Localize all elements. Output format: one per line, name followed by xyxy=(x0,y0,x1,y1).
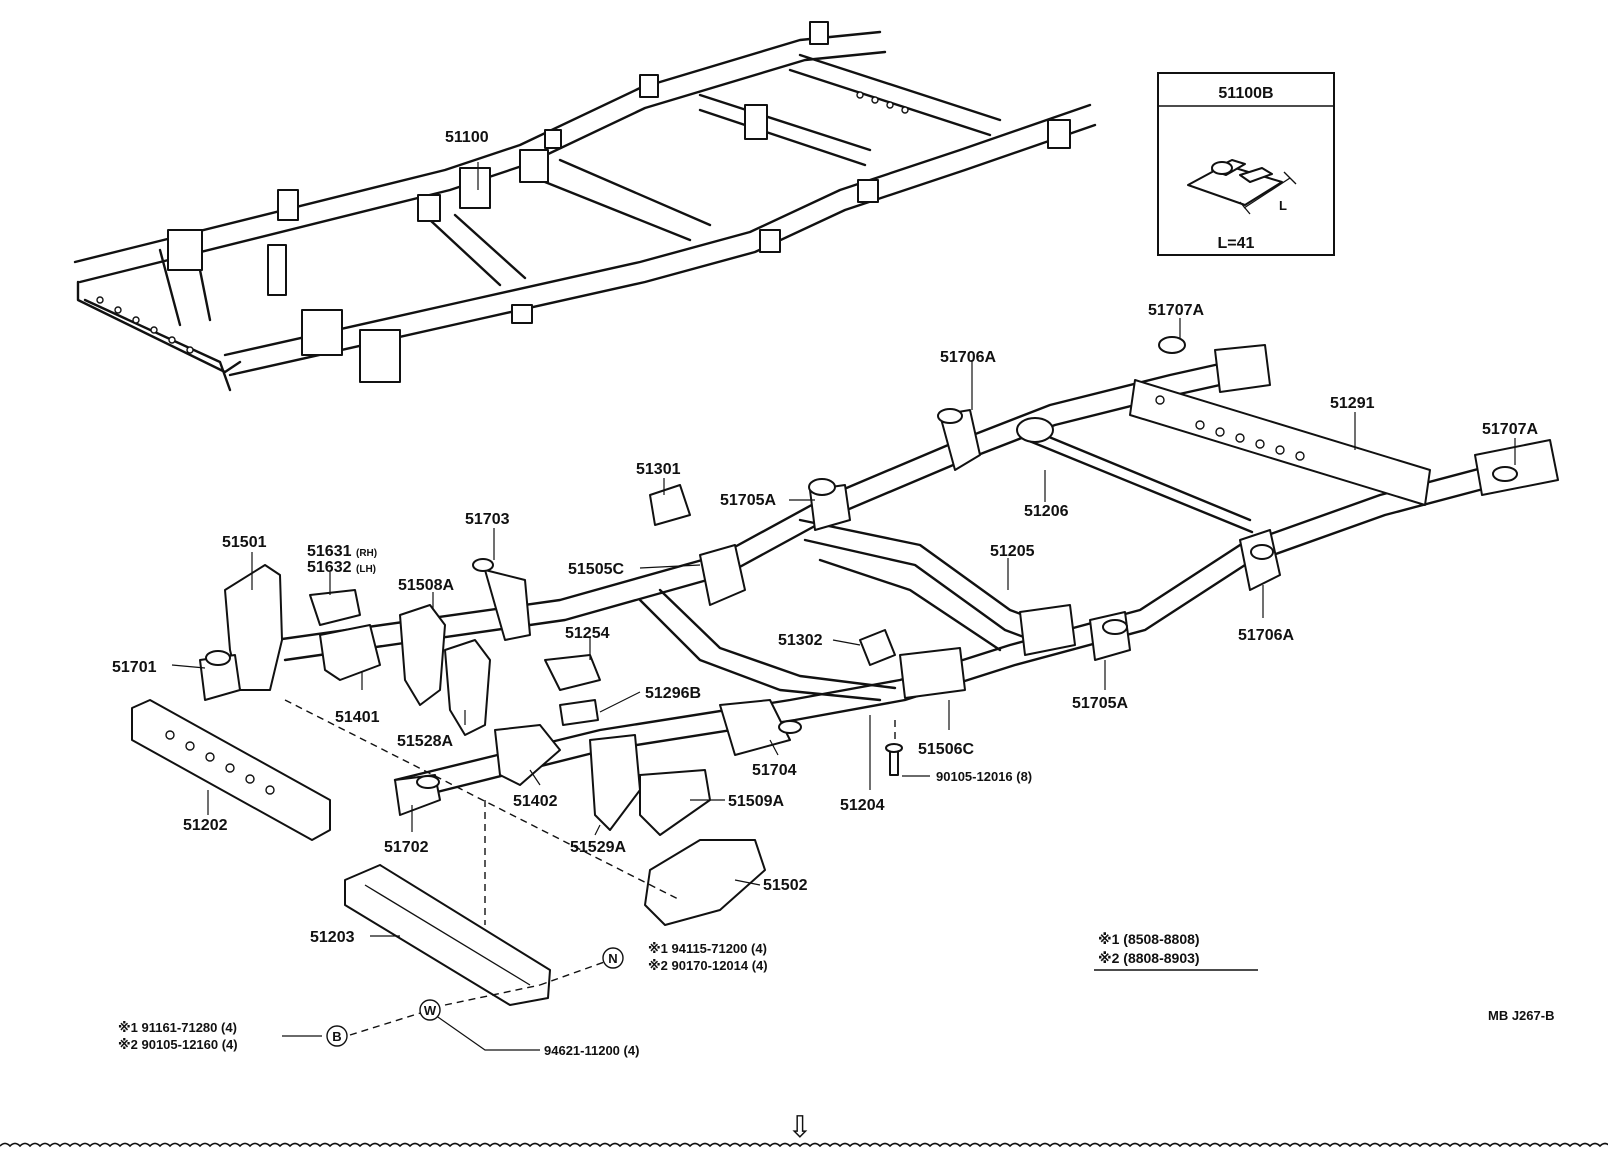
label-51508a: 51508A xyxy=(398,577,454,594)
label-90105-12016: 90105-12016 (8) xyxy=(936,769,1032,784)
label-51701: 51701 xyxy=(112,659,157,676)
label-51703: 51703 xyxy=(465,511,510,528)
dimension-letter: L xyxy=(1279,198,1287,213)
label-51707a-right: 51707A xyxy=(1482,421,1538,438)
frame-rails-exploded xyxy=(273,344,1559,802)
crossmember-51205 xyxy=(798,518,1076,656)
bracket-51528a xyxy=(444,639,491,736)
legend-line-2: ※2 (8808-8903) xyxy=(1098,950,1200,966)
label-51505c: 51505C xyxy=(568,561,624,578)
bracket-51401 xyxy=(319,624,381,681)
crossmember-51203 xyxy=(344,864,551,1006)
label-51506c: 51506C xyxy=(918,741,974,758)
label-n-note-1: ※1 94115-71200 (4) xyxy=(648,941,767,956)
bracket-51631 xyxy=(309,589,361,626)
label-51631: 51631 xyxy=(307,543,352,560)
crossmember-51202 xyxy=(131,699,331,841)
bracket-51509a xyxy=(639,769,711,836)
dimension-line xyxy=(1239,171,1297,215)
next-page-arrow-icon: ⇩ xyxy=(787,1111,812,1144)
inset-part-number: 51100B xyxy=(1218,85,1273,102)
label-51291: 51291 xyxy=(1330,395,1375,412)
marker-n: N xyxy=(602,947,624,969)
bushing-insert-part xyxy=(1187,159,1283,206)
bracket-51301 xyxy=(649,484,691,526)
svg-text:B: B xyxy=(332,1029,341,1044)
marker-b: B xyxy=(326,1025,348,1047)
bracket-51302 xyxy=(859,629,896,666)
label-b-note-2: ※2 90105-12160 (4) xyxy=(118,1037,238,1052)
label-51707a-top: 51707A xyxy=(1148,302,1204,319)
label-n-note-2: ※2 90170-12014 (4) xyxy=(648,958,768,973)
label-51705a-top: 51705A xyxy=(720,492,776,509)
svg-text:N: N xyxy=(608,951,617,966)
label-51528a: 51528A xyxy=(397,733,453,750)
label-b-note-1: ※1 91161-71280 (4) xyxy=(118,1020,237,1035)
label-51296b: 51296B xyxy=(645,685,701,702)
wavy-border xyxy=(0,1142,1608,1148)
label-51301: 51301 xyxy=(636,461,681,478)
bracket-51508a xyxy=(399,604,446,706)
crossmember-51206 xyxy=(1016,417,1254,534)
label-51203: 51203 xyxy=(310,929,355,946)
bracket-51703 xyxy=(484,569,531,641)
diagram-code: MB J267-B xyxy=(1488,1008,1554,1023)
label-51632: 51632 xyxy=(307,559,352,576)
inset-box: 51100B L L=41 xyxy=(1157,72,1335,256)
label-51632-side: (LH) xyxy=(356,564,376,575)
label-51704: 51704 xyxy=(752,762,797,779)
body-mounts xyxy=(205,336,1518,789)
label-51706a-top: 51706A xyxy=(940,349,996,366)
marker-w: W xyxy=(419,999,441,1021)
crossmember-51204 xyxy=(638,588,966,702)
label-51706a-right: 51706A xyxy=(1238,627,1294,644)
bracket-51402 xyxy=(494,724,561,786)
label-51509a: 51509A xyxy=(728,793,784,810)
label-51702: 51702 xyxy=(384,839,429,856)
bracket-51505c xyxy=(699,544,746,606)
inset-dimension: L=41 xyxy=(1218,235,1255,252)
label-51205: 51205 xyxy=(990,543,1035,560)
label-51501: 51501 xyxy=(222,534,267,551)
frame-assembly-top xyxy=(73,21,1097,392)
bracket-51254 xyxy=(544,654,601,691)
label-51705a-bottom: 51705A xyxy=(1072,695,1128,712)
brackets xyxy=(199,409,1281,926)
leader-lines xyxy=(171,162,1516,1051)
legend-line-1: ※1 (8508-8808) xyxy=(1098,931,1200,947)
label-51529a: 51529A xyxy=(570,839,626,856)
label-51100: 51100 xyxy=(445,129,489,146)
label-51502: 51502 xyxy=(763,877,808,894)
label-51204: 51204 xyxy=(840,797,885,814)
bracket-51296b xyxy=(559,699,599,726)
bracket-51704 xyxy=(719,699,791,756)
crossmember-51291 xyxy=(1129,379,1431,506)
label-51402: 51402 xyxy=(513,793,558,810)
label-51202: 51202 xyxy=(183,817,228,834)
bracket-51502 xyxy=(644,839,766,926)
label-51302: 51302 xyxy=(778,632,823,649)
assembly-dashed-lines xyxy=(284,699,896,1036)
part-labels: 51100 51707A 51706A 51291 51707A 51301 5… xyxy=(112,129,1538,1058)
legend: ※1 (8508-8808) ※2 (8808-8903) xyxy=(1094,931,1258,971)
bracket-51705a-bottom xyxy=(1089,611,1131,661)
bolt-90105-12016 xyxy=(889,749,899,776)
svg-text:W: W xyxy=(424,1003,437,1018)
bracket-51529a xyxy=(589,734,641,831)
label-51254: 51254 xyxy=(565,625,610,642)
label-w-part: 94621-11200 (4) xyxy=(544,1043,639,1058)
label-51401: 51401 xyxy=(335,709,380,726)
bracket-51706a-right xyxy=(1239,529,1281,591)
label-51631-side: (RH) xyxy=(356,548,377,559)
label-51206: 51206 xyxy=(1024,503,1069,520)
